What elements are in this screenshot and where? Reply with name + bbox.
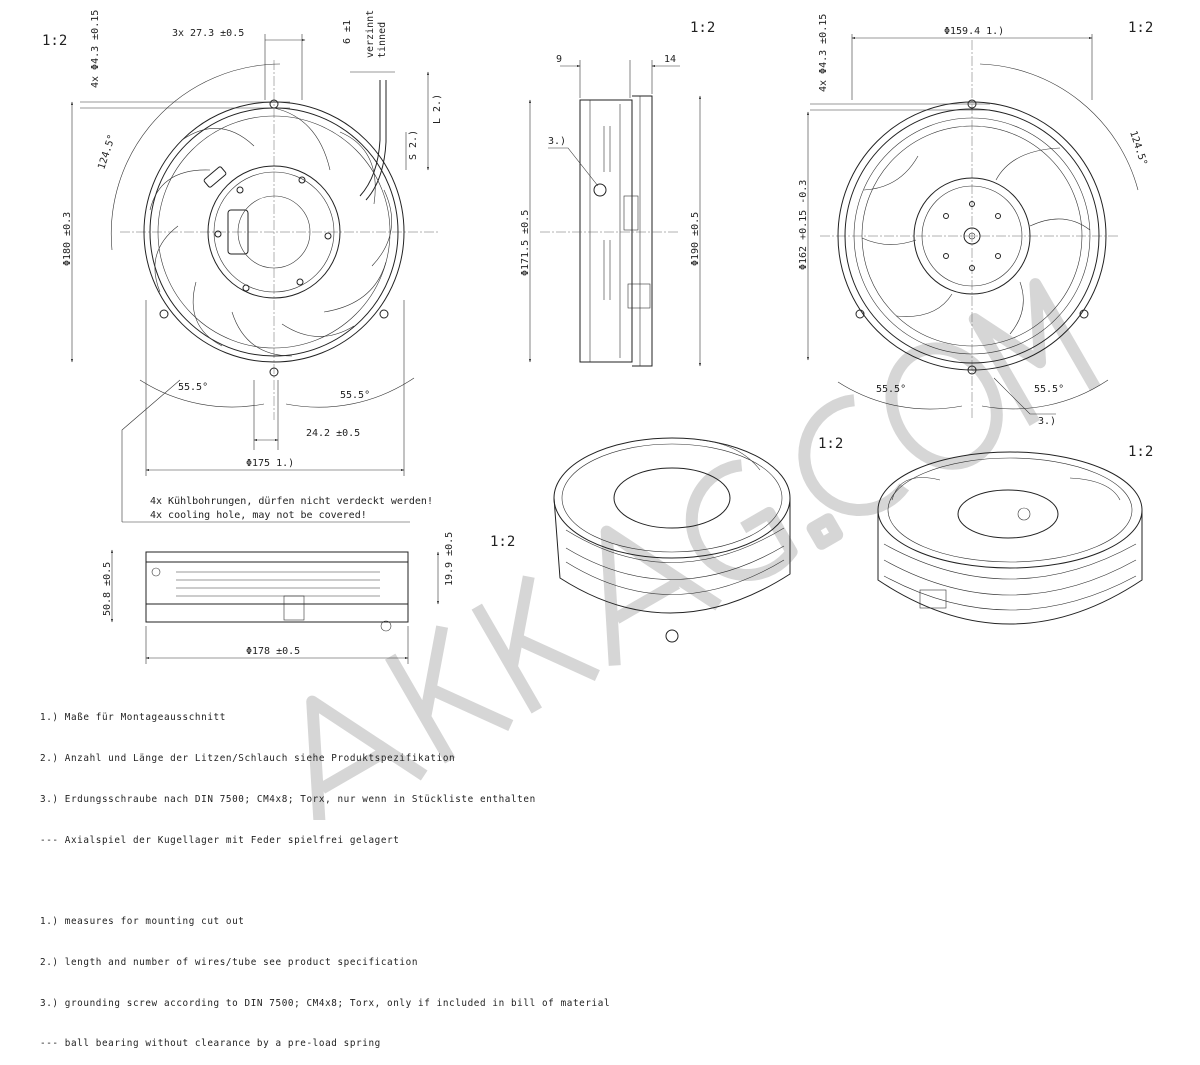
front-strip-finish-en: tinned	[377, 22, 388, 58]
side-dim-9: 9	[556, 54, 562, 65]
front-strip-finish-de: verzinnt	[365, 10, 376, 58]
note-de-1: 1.) Maße für Montageausschnitt	[40, 712, 226, 724]
back-angle-top: 124.5°	[1127, 130, 1149, 168]
note-de-4: --- Axialspiel der Kugellager mit Feder …	[40, 834, 400, 846]
front-pitch-dim: 3x 27.3 ±0.5	[172, 28, 244, 39]
front-mounting-holes	[159, 99, 389, 377]
side-diameter-190: Φ190 ±0.5	[690, 212, 701, 266]
front-strip-length: 6 ±1	[342, 20, 353, 44]
front-lead-length: L 2.)	[432, 94, 443, 124]
scale-label-side: 1:2	[690, 20, 715, 36]
front-holes-dim: 4x Φ4.3 ±0.15	[90, 10, 101, 88]
side-ref-3: 3.)	[548, 136, 566, 147]
side-view: 9 14 3.) Φ171.5 ±0.5 Φ190 ±0.5	[520, 54, 702, 367]
scale-label-iso-left: 1:2	[818, 436, 843, 452]
side-dim-14: 14	[664, 54, 676, 65]
bottom-diameter-178: Φ178 ±0.5	[246, 646, 300, 657]
technical-drawing: 1:2 1:2 1:2 1:2 1:2 1:2	[42, 10, 1153, 820]
front-pitch-24: 24.2 ±0.5	[306, 428, 360, 439]
front-diameter-180: Φ180 ±0.3	[62, 212, 73, 266]
bottom-height-19: 19.9 ±0.5	[444, 532, 455, 586]
scale-label-bottom: 1:2	[490, 534, 515, 550]
scale-label-iso-right: 1:2	[1128, 444, 1153, 460]
front-view: 4x Φ4.3 ±0.15 3x 27.3 ±0.5 6 ±1 verzinnt…	[62, 10, 443, 476]
iso-view-right	[877, 451, 1143, 625]
back-diameter-159: Φ159.4 1.)	[944, 26, 1004, 37]
front-strip-s: S 2.)	[408, 130, 419, 160]
note-en-1: 1.) measures for mounting cut out	[40, 916, 245, 928]
scale-label-back: 1:2	[1128, 20, 1153, 36]
cooling-note-de: 4x Kühlbohrungen, dürfen nicht verdeckt …	[150, 496, 433, 507]
back-angle-right: 55.5°	[1034, 384, 1064, 395]
back-angle-left: 55.5°	[876, 384, 906, 395]
back-holes-dim: 4x Φ4.3 ±0.15	[818, 14, 829, 92]
front-diameter-175: Φ175 1.)	[246, 458, 294, 469]
note-de-3: 3.) Erdungsschraube nach DIN 7500; CM4x8…	[40, 793, 536, 805]
back-outer-ring	[837, 101, 1107, 371]
bottom-profile	[145, 551, 409, 623]
front-hub	[207, 165, 341, 299]
note-en-4: --- ball bearing without clearance by a …	[40, 1038, 381, 1050]
bottom-view: 50.8 ±0.5 19.9 ±0.5 Φ178 ±0.5	[102, 532, 455, 664]
iso-view-left	[553, 437, 791, 643]
front-angle-top: 124.5°	[96, 133, 118, 171]
side-diameter-171: Φ171.5 ±0.5	[520, 210, 531, 276]
notes-spacer	[40, 874, 610, 888]
note-en-3: 3.) grounding screw according to DIN 750…	[40, 997, 611, 1009]
front-angle-left: 55.5°	[178, 382, 208, 393]
note-en-2: 2.) length and number of wires/tube see …	[40, 956, 419, 968]
front-angle-right: 55.5°	[340, 390, 370, 401]
side-frame	[579, 99, 633, 363]
cooling-note-en: 4x cooling hole, may not be covered!	[150, 510, 367, 521]
bottom-height-50: 50.8 ±0.5	[102, 562, 113, 616]
back-ref-3: 3.)	[1038, 416, 1056, 427]
notes-block: 1.) Maße für Montageausschnitt 2.) Anzah…	[40, 684, 610, 1065]
scale-label-front: 1:2	[42, 33, 67, 49]
note-de-2: 2.) Anzahl und Länge der Litzen/Schlauch…	[40, 752, 456, 764]
back-diameter-162: Φ162 +0.15 -0.3	[798, 180, 809, 270]
back-hub	[913, 177, 1031, 295]
